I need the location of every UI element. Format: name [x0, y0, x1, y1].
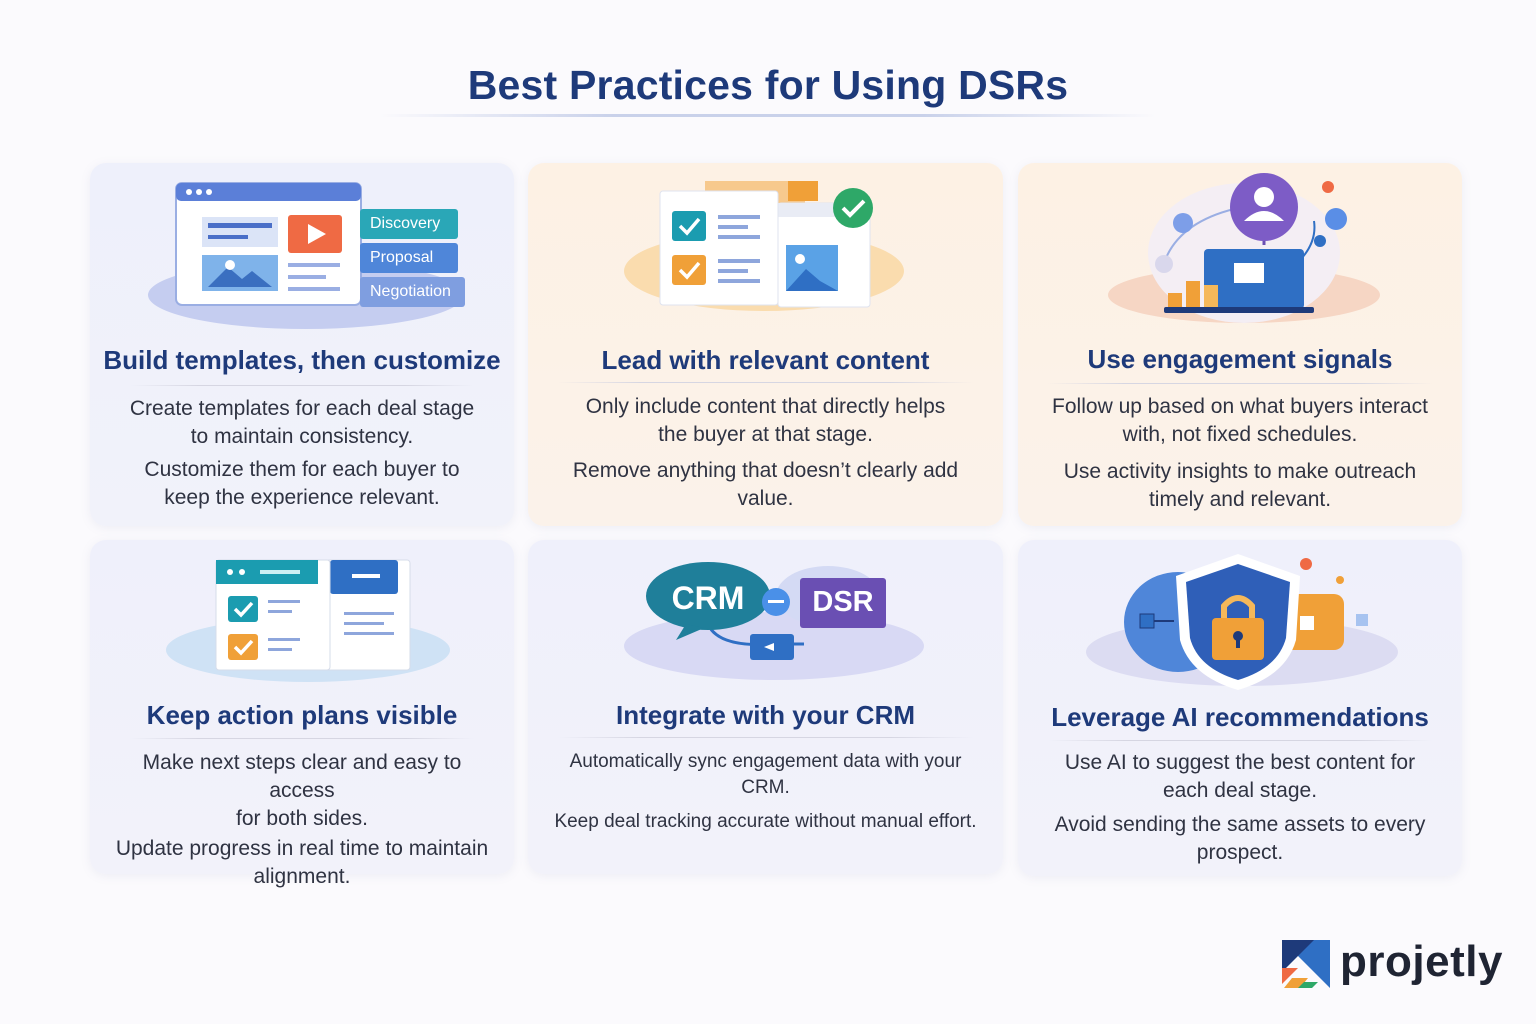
action-plan-checklist-icon [166, 559, 450, 682]
checklist-documents-icon [624, 181, 904, 311]
card-title: Build templates, then customize [103, 345, 501, 375]
card-integrate-crm: CRM DSR Integrate with your CRM Automati… [528, 540, 1003, 874]
body-line: the buyer at that stage. [658, 423, 873, 446]
card-title: Keep action plans visible [146, 700, 458, 730]
card-action-plans: Keep action plans visible Make next step… [90, 540, 514, 888]
card-title: Leverage AI recommendations [1051, 702, 1429, 732]
card-build-templates: Discovery Proposal Negotiation Build tem… [90, 163, 514, 526]
card-engagement-signals: Use engagement signals Follow up based o… [1018, 163, 1462, 526]
body-line: Only include content that directly helps [585, 395, 946, 418]
brand-name: projetly [1340, 937, 1503, 986]
projetly-mark-icon [1282, 940, 1330, 988]
body-line: alignment. [253, 865, 351, 888]
page-title: Best Practices for Using DSRs [467, 62, 1069, 108]
body-line: with, not fixed schedules. [1122, 423, 1358, 446]
stage-label-discovery: Discovery [360, 209, 458, 239]
body-line: prospect. [1196, 841, 1284, 864]
stage-label-proposal: Proposal [360, 243, 458, 273]
engagement-network-icon [1108, 173, 1380, 323]
body-line: Keep deal tracking accurate without manu… [554, 811, 977, 832]
card-divider [558, 382, 973, 383]
card-divider [1048, 740, 1432, 741]
body-line: timely and relevant. [1148, 488, 1332, 511]
card-body: Follow up based on what buyers interact … [1038, 393, 1442, 514]
card-body: Only include content that directly helps… [548, 393, 983, 513]
card-body: Use AI to suggest the best content for e… [1038, 749, 1442, 867]
card-divider [130, 385, 474, 386]
body-line: Create templates for each deal stage [129, 397, 475, 420]
body-line: to maintain consistency. [190, 425, 414, 448]
dsr-badge: DSR [812, 586, 874, 618]
body-line: CRM. [741, 777, 790, 798]
card-body: Automatically sync engagement data with … [548, 749, 983, 835]
body-line: keep the experience relevant. [164, 486, 440, 509]
card-body: Make next steps clear and easy to access… [110, 749, 494, 891]
body-line: Use AI to suggest the best content for [1064, 751, 1416, 774]
body-line: Automatically sync engagement data with … [569, 751, 962, 772]
body-line: Use activity insights to make outreach [1063, 460, 1417, 483]
body-line: Avoid sending the same assets to every [1054, 813, 1426, 836]
card-relevant-content: Lead with relevant content Only include … [528, 163, 1003, 526]
card-divider [130, 738, 474, 739]
body-line: Follow up based on what buyers interact [1052, 395, 1428, 418]
stage-label-negotiation: Negotiation [360, 277, 465, 307]
projetly-logo: projetly [1278, 936, 1518, 992]
card-title: Lead with relevant content [601, 345, 930, 375]
card-title: Integrate with your CRM [615, 700, 915, 730]
body-line: for both sides. [236, 807, 368, 830]
crm-badge: CRM [671, 580, 745, 616]
shield-lock-icon [1086, 554, 1398, 690]
body-line: Remove anything that doesn’t clearly add… [572, 459, 959, 510]
body-line: each deal stage. [1162, 779, 1318, 802]
crm-dsr-sync-icon [624, 562, 924, 680]
card-divider [558, 737, 973, 738]
card-title: Use engagement signals [1087, 344, 1393, 374]
title-underline [380, 114, 1156, 117]
body-line: Update progress in real time to maintain [115, 837, 489, 860]
card-body: Create templates for each deal stage to … [110, 395, 494, 512]
card-ai-recommendations: Leverage AI recommendations Use AI to su… [1018, 540, 1462, 876]
card-divider [1048, 383, 1432, 384]
body-line: Make next steps clear and easy to access [142, 751, 462, 802]
body-line: Customize them for each buyer to [144, 458, 460, 481]
